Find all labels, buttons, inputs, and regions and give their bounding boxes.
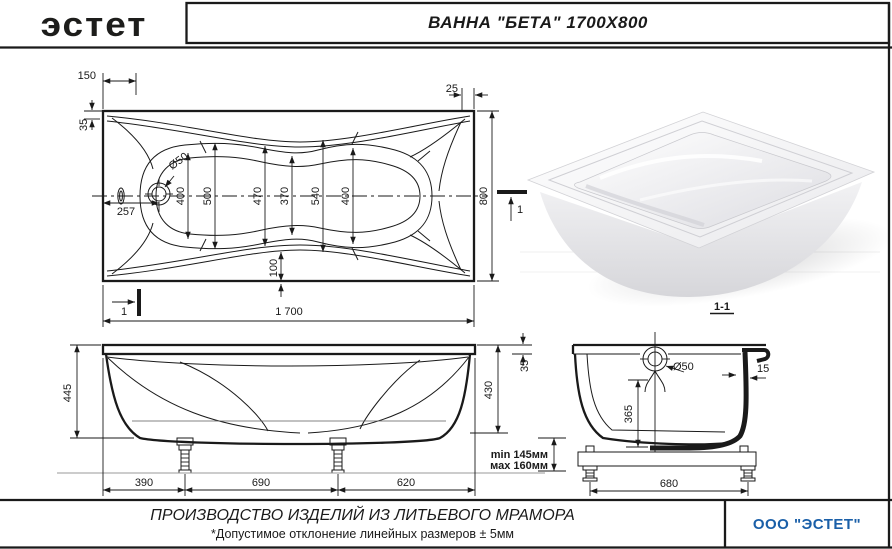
dim-35-left: 35 [78, 119, 90, 131]
section-view-dimensions: Ø50 15 365 680 [589, 361, 769, 496]
dim-1700: 1 700 [275, 306, 303, 318]
dim-15: 15 [757, 363, 769, 375]
side-view [57, 343, 545, 474]
dim-100: 100 [268, 259, 280, 277]
dim-min-145: min 145мм [491, 449, 548, 461]
dim-25: 25 [446, 83, 458, 95]
section-mark-left: 1 [112, 289, 141, 318]
production-note: ПРОИЗВОДСТВО ИЗДЕЛИЙ ИЗ ЛИТЬЕВОГО МРАМОР… [150, 507, 575, 524]
side-view-dimensions: 445 390 690 620 430 35 m [62, 333, 566, 496]
drain-section-view [640, 332, 670, 452]
support-frame [577, 445, 757, 482]
dim-620: 620 [397, 477, 415, 489]
top-view [92, 109, 488, 283]
dim-690: 690 [252, 477, 270, 489]
section-mark-right: 1 [497, 190, 527, 221]
section-view: 1-1 [571, 301, 771, 482]
dim-680: 680 [660, 478, 678, 490]
company-name: ООО "ЭСТЕТ" [752, 516, 862, 533]
dim-35-side: 35 [519, 360, 531, 372]
dim-500: 500 [202, 187, 214, 205]
logo: эстет [40, 5, 148, 44]
dim-800: 800 [478, 187, 490, 205]
dim-430: 430 [483, 381, 495, 399]
svg-text:1: 1 [121, 306, 127, 318]
dim-390: 390 [135, 477, 153, 489]
dim-257: 257 [117, 206, 135, 218]
drain-top-view [145, 179, 173, 212]
dim-150: 150 [78, 70, 96, 82]
dim-370: 370 [279, 187, 291, 205]
bathtub-photo [520, 111, 892, 307]
dim-470: 470 [252, 187, 264, 205]
dim-400a: 400 [175, 187, 187, 205]
dim-445: 445 [62, 384, 74, 402]
footer-notes: ПРОИЗВОДСТВО ИЗДЕЛИЙ ИЗ ЛИТЬЕВОГО МРАМОР… [0, 502, 725, 547]
dim-drain-top: Ø50 [167, 150, 191, 172]
dim-drain-section: Ø50 [673, 361, 694, 373]
section-label: 1-1 [714, 301, 730, 313]
svg-text:1: 1 [517, 204, 523, 216]
dim-max-160: мах 160мм [490, 460, 548, 472]
page-title: ВАННА "БЕТА" 1700X800 [428, 13, 648, 32]
dim-540: 540 [310, 187, 322, 205]
dim-400b: 400 [340, 187, 352, 205]
tolerance-note: *Допустимое отклонение линейных размеров… [210, 527, 515, 541]
dim-365: 365 [623, 405, 635, 423]
top-view-dimensions: 150 35 25 400 500 470 370 540 400 [78, 70, 527, 327]
